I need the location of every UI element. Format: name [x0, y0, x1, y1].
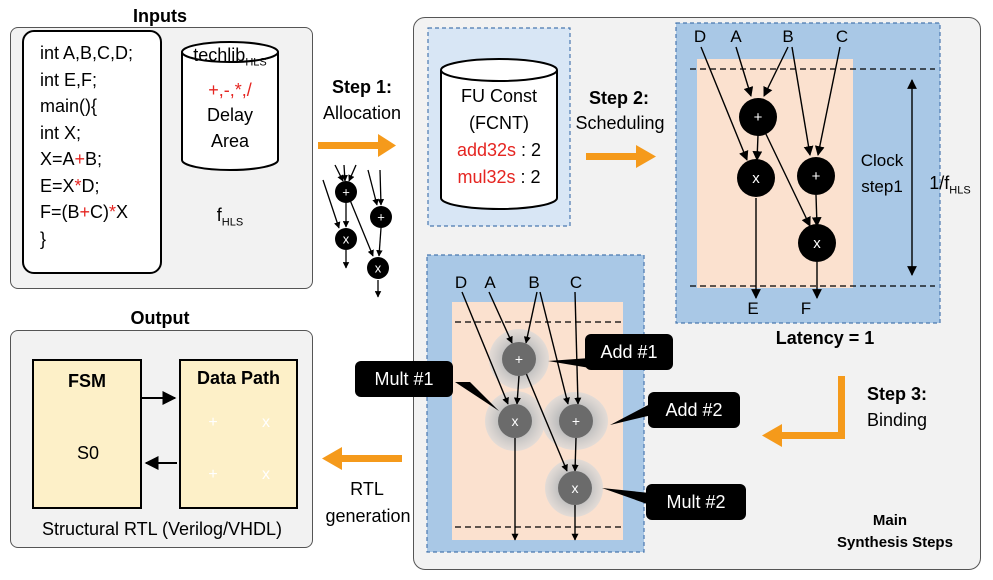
code-line: int A,B,C,D;: [40, 43, 134, 63]
datapath-adder-2: +: [208, 466, 218, 483]
binding-edges: [461, 291, 582, 541]
main-steps-line2: Synthesis Steps: [837, 534, 953, 551]
callout-add-1: Add #1: [585, 334, 673, 370]
datapath-mult-2: x: [262, 466, 270, 483]
binding-input-c: C: [570, 273, 582, 292]
step2-title: Step 2:: [588, 88, 649, 108]
step1-arrow: [318, 134, 396, 157]
binding-add-node-2: +: [572, 413, 580, 429]
schedule-input-c: C: [836, 27, 848, 46]
binding-input-a: A: [484, 273, 496, 292]
schedule-add-node-1: +: [754, 109, 763, 126]
clock-label-2: step1: [861, 177, 903, 196]
mini-add-node-1: +: [342, 185, 350, 200]
schedule-output-e: E: [747, 299, 758, 318]
binding-input-d: D: [455, 273, 467, 292]
mini-mul-node-1: x: [343, 232, 350, 247]
output-caption: Structural RTL (Verilog/VHDL): [41, 519, 283, 539]
fu-const-cylinder: [440, 58, 558, 210]
code-line: int X;: [40, 122, 82, 143]
code-line: X=A+B;: [40, 149, 103, 169]
schedule-mul-node-1: x: [752, 170, 760, 187]
fsm-state-s0: S0: [76, 443, 100, 463]
period-label: 1/fHLS: [929, 173, 971, 197]
schedule-output-f: F: [801, 299, 811, 318]
datapath-box: [179, 359, 298, 509]
binding-input-b: B: [528, 273, 539, 292]
fsm-box: [32, 359, 142, 509]
step2-name: Scheduling: [575, 113, 665, 133]
mini-add-node-2: +: [377, 210, 385, 225]
callout-pointers: [455, 358, 652, 505]
binding-nodes: [498, 342, 593, 505]
binding-mul-node-1: x: [512, 413, 519, 429]
code-line: int E,F;: [40, 69, 98, 90]
allocation-mini-dfg: [322, 164, 385, 298]
f-hls-label: fHLS: [216, 205, 244, 229]
datapath-title: Data Path: [196, 368, 281, 388]
source-code-box: int A,B,C,D; int E,F; main(){ int X; X=A+B; E…: [22, 30, 162, 274]
fsm-datapath-links: [142, 391, 177, 470]
main-steps-line1: Main: [872, 512, 908, 529]
techlib-label: techlibHLS: [193, 45, 267, 69]
callout-add-2: Add #2: [648, 392, 740, 428]
datapath-mult-1: x: [262, 414, 270, 431]
step1-title: Step 1:: [331, 77, 392, 97]
latency-label: Latency = 1: [775, 328, 875, 348]
output-title: Output: [130, 308, 190, 328]
step2-arrow: [586, 145, 656, 168]
techlib-delay: Delay: [206, 105, 254, 125]
fsm-title: FSM: [68, 371, 106, 391]
rtl-generation-line2: generation: [325, 506, 411, 526]
step3-name: Binding: [866, 410, 928, 430]
techlib-area: Area: [210, 131, 250, 151]
datapath-adder-1: +: [208, 414, 218, 431]
step1-name: Allocation: [322, 103, 402, 123]
fu-const-line2: (FCNT): [469, 113, 529, 133]
allocation-mini-nodes: [335, 181, 392, 279]
schedule-nodes: [737, 98, 836, 262]
code-line: }: [40, 228, 47, 249]
callout-mult-1: Mult #1: [355, 361, 453, 397]
code-line: F=(B+C)*X: [40, 202, 129, 222]
fu-const-add: add32s : 2: [456, 140, 542, 160]
techlib-cylinder: [181, 41, 279, 171]
schedule-input-a: A: [730, 27, 742, 46]
binding-mul-node-2: x: [572, 480, 579, 496]
schedule-edges: [700, 46, 917, 299]
step3-title: Step 3:: [866, 384, 927, 404]
step3-arrow: [762, 376, 845, 447]
clock-label-1: Clock: [861, 151, 904, 170]
schedule-mul-node-2: x: [813, 235, 821, 252]
binding-add-node-1: +: [515, 351, 523, 367]
schedule-input-d: D: [694, 27, 706, 46]
code-line: E=X*D;: [40, 175, 100, 196]
schedule-input-b: B: [782, 27, 793, 46]
mini-mul-node-2: x: [375, 261, 382, 276]
inputs-title: Inputs: [133, 6, 187, 26]
code-line: main(){: [40, 96, 98, 116]
fu-const-mul: mul32s : 2: [457, 167, 541, 187]
rtl-generation-arrow: [322, 447, 402, 470]
techlib-ops: +,-,*,/: [208, 80, 252, 100]
fu-const-line1: FU Const: [460, 86, 538, 106]
callout-mult-2: Mult #2: [646, 484, 746, 520]
rtl-generation-line1: RTL: [350, 479, 384, 499]
schedule-add-node-2: +: [812, 168, 821, 185]
